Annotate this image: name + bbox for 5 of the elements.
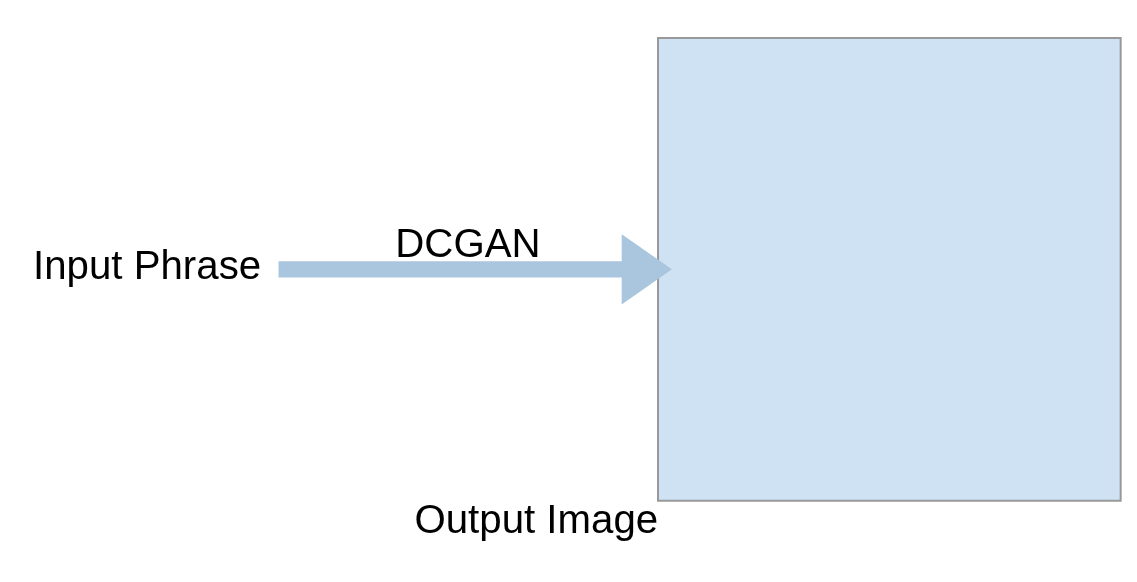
edge-label: DCGAN bbox=[395, 220, 541, 266]
node-text: Input Phrase bbox=[33, 242, 262, 288]
node-label: Output Image bbox=[414, 496, 659, 542]
node-box bbox=[657, 36, 1122, 502]
arrow bbox=[278, 233, 672, 305]
